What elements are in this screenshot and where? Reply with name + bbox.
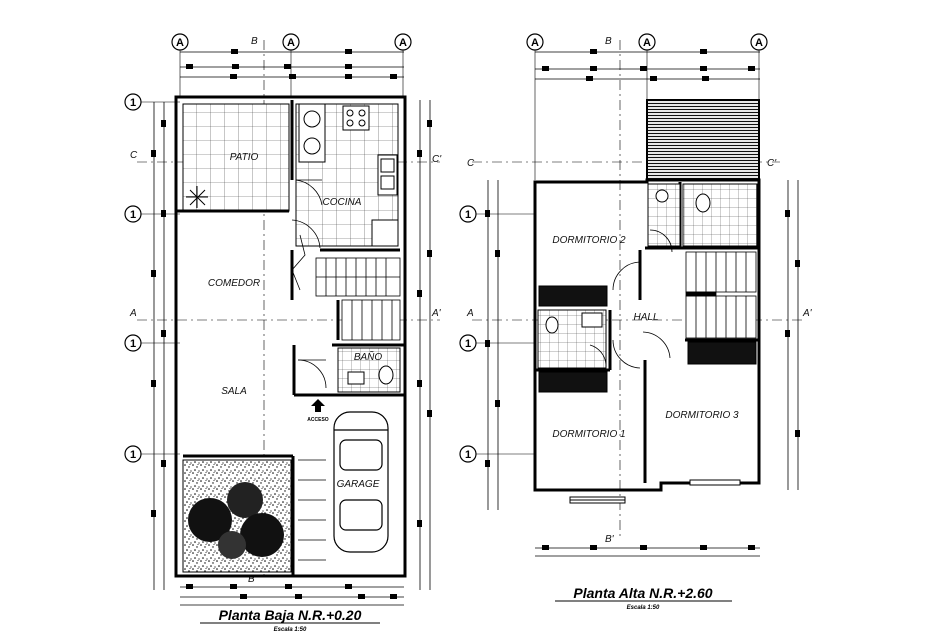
upper-section-a-label: A [466,308,474,319]
axis-bubble-1-d: 1 [124,445,142,463]
axis-bubble-a-1: A [171,33,189,51]
car-icon [333,411,389,553]
access-arrow-icon [311,399,325,412]
section-b-prime-label: B' [248,574,258,585]
upper-floor-scale: Escala 1:50 [627,605,660,611]
room-label-dormitorio-3: DORMITORIO 3 [665,410,739,421]
svg-text:1: 1 [130,338,136,350]
svg-text:A: A [399,37,407,49]
svg-text:1: 1 [465,209,471,221]
upper-floor-title: Planta Alta N.R.+2.60 [573,585,712,601]
upper-section-b-label: B [605,36,612,47]
svg-text:A: A [176,37,184,49]
room-label-garage: GARAGE [337,479,380,490]
ground-floor-scale: Escala 1:50 [274,627,307,633]
svg-text:1: 1 [465,338,471,350]
svg-text:A: A [643,37,651,49]
axis-bubble-a-3: A [394,33,412,51]
axis-bubble-a-6: A [750,33,768,51]
axis-bubble-1-c: 1 [124,334,142,352]
section-c-prime-label: C' [432,154,442,165]
section-a-prime-label: A' [431,308,442,319]
svg-text:A: A [755,37,763,49]
room-label-bano: BAÑO [354,350,383,363]
svg-text:1: 1 [130,97,136,109]
room-label-cocina: COCINA [323,197,362,208]
upper-section-c-prime-label: C' [767,158,777,169]
ground-floor-title: Planta Baja N.R.+0.20 [219,607,362,623]
svg-text:A: A [531,37,539,49]
axis-bubble-1-a: 1 [124,93,142,111]
upper-section-a-prime-label: A' [802,308,813,319]
upper-section-c-label: C [467,158,475,169]
room-label-sala: SALA [221,386,247,397]
room-label-dormitorio-1: DORMITORIO 1 [552,429,625,440]
svg-text:1: 1 [130,449,136,461]
axis-bubble-a-4: A [526,33,544,51]
upper-section-b-prime-label: B' [605,534,615,545]
svg-text:A: A [287,37,295,49]
axis-bubble-1-f: 1 [459,334,477,352]
upper-floor-plan: A A A 1 1 1 [459,33,813,611]
svg-text:1: 1 [130,209,136,221]
axis-bubble-a-5: A [638,33,656,51]
svg-text:1: 1 [465,449,471,461]
room-label-comedor: COMEDOR [208,278,260,289]
axis-bubble-1-g: 1 [459,445,477,463]
access-label: ACCESO [307,417,329,423]
axis-bubble-1-e: 1 [459,205,477,223]
axis-bubble-a-2: A [282,33,300,51]
section-a-label: A [129,308,137,319]
section-b-label: B [251,36,258,47]
ground-floor-plan: A A A 1 1 1 1 [124,33,442,633]
room-label-patio: PATIO [230,152,259,163]
room-label-hall: HALL [633,312,658,323]
room-label-dormitorio-2: DORMITORIO 2 [552,235,626,246]
section-c-label: C [130,150,138,161]
axis-bubble-1-b: 1 [124,205,142,223]
